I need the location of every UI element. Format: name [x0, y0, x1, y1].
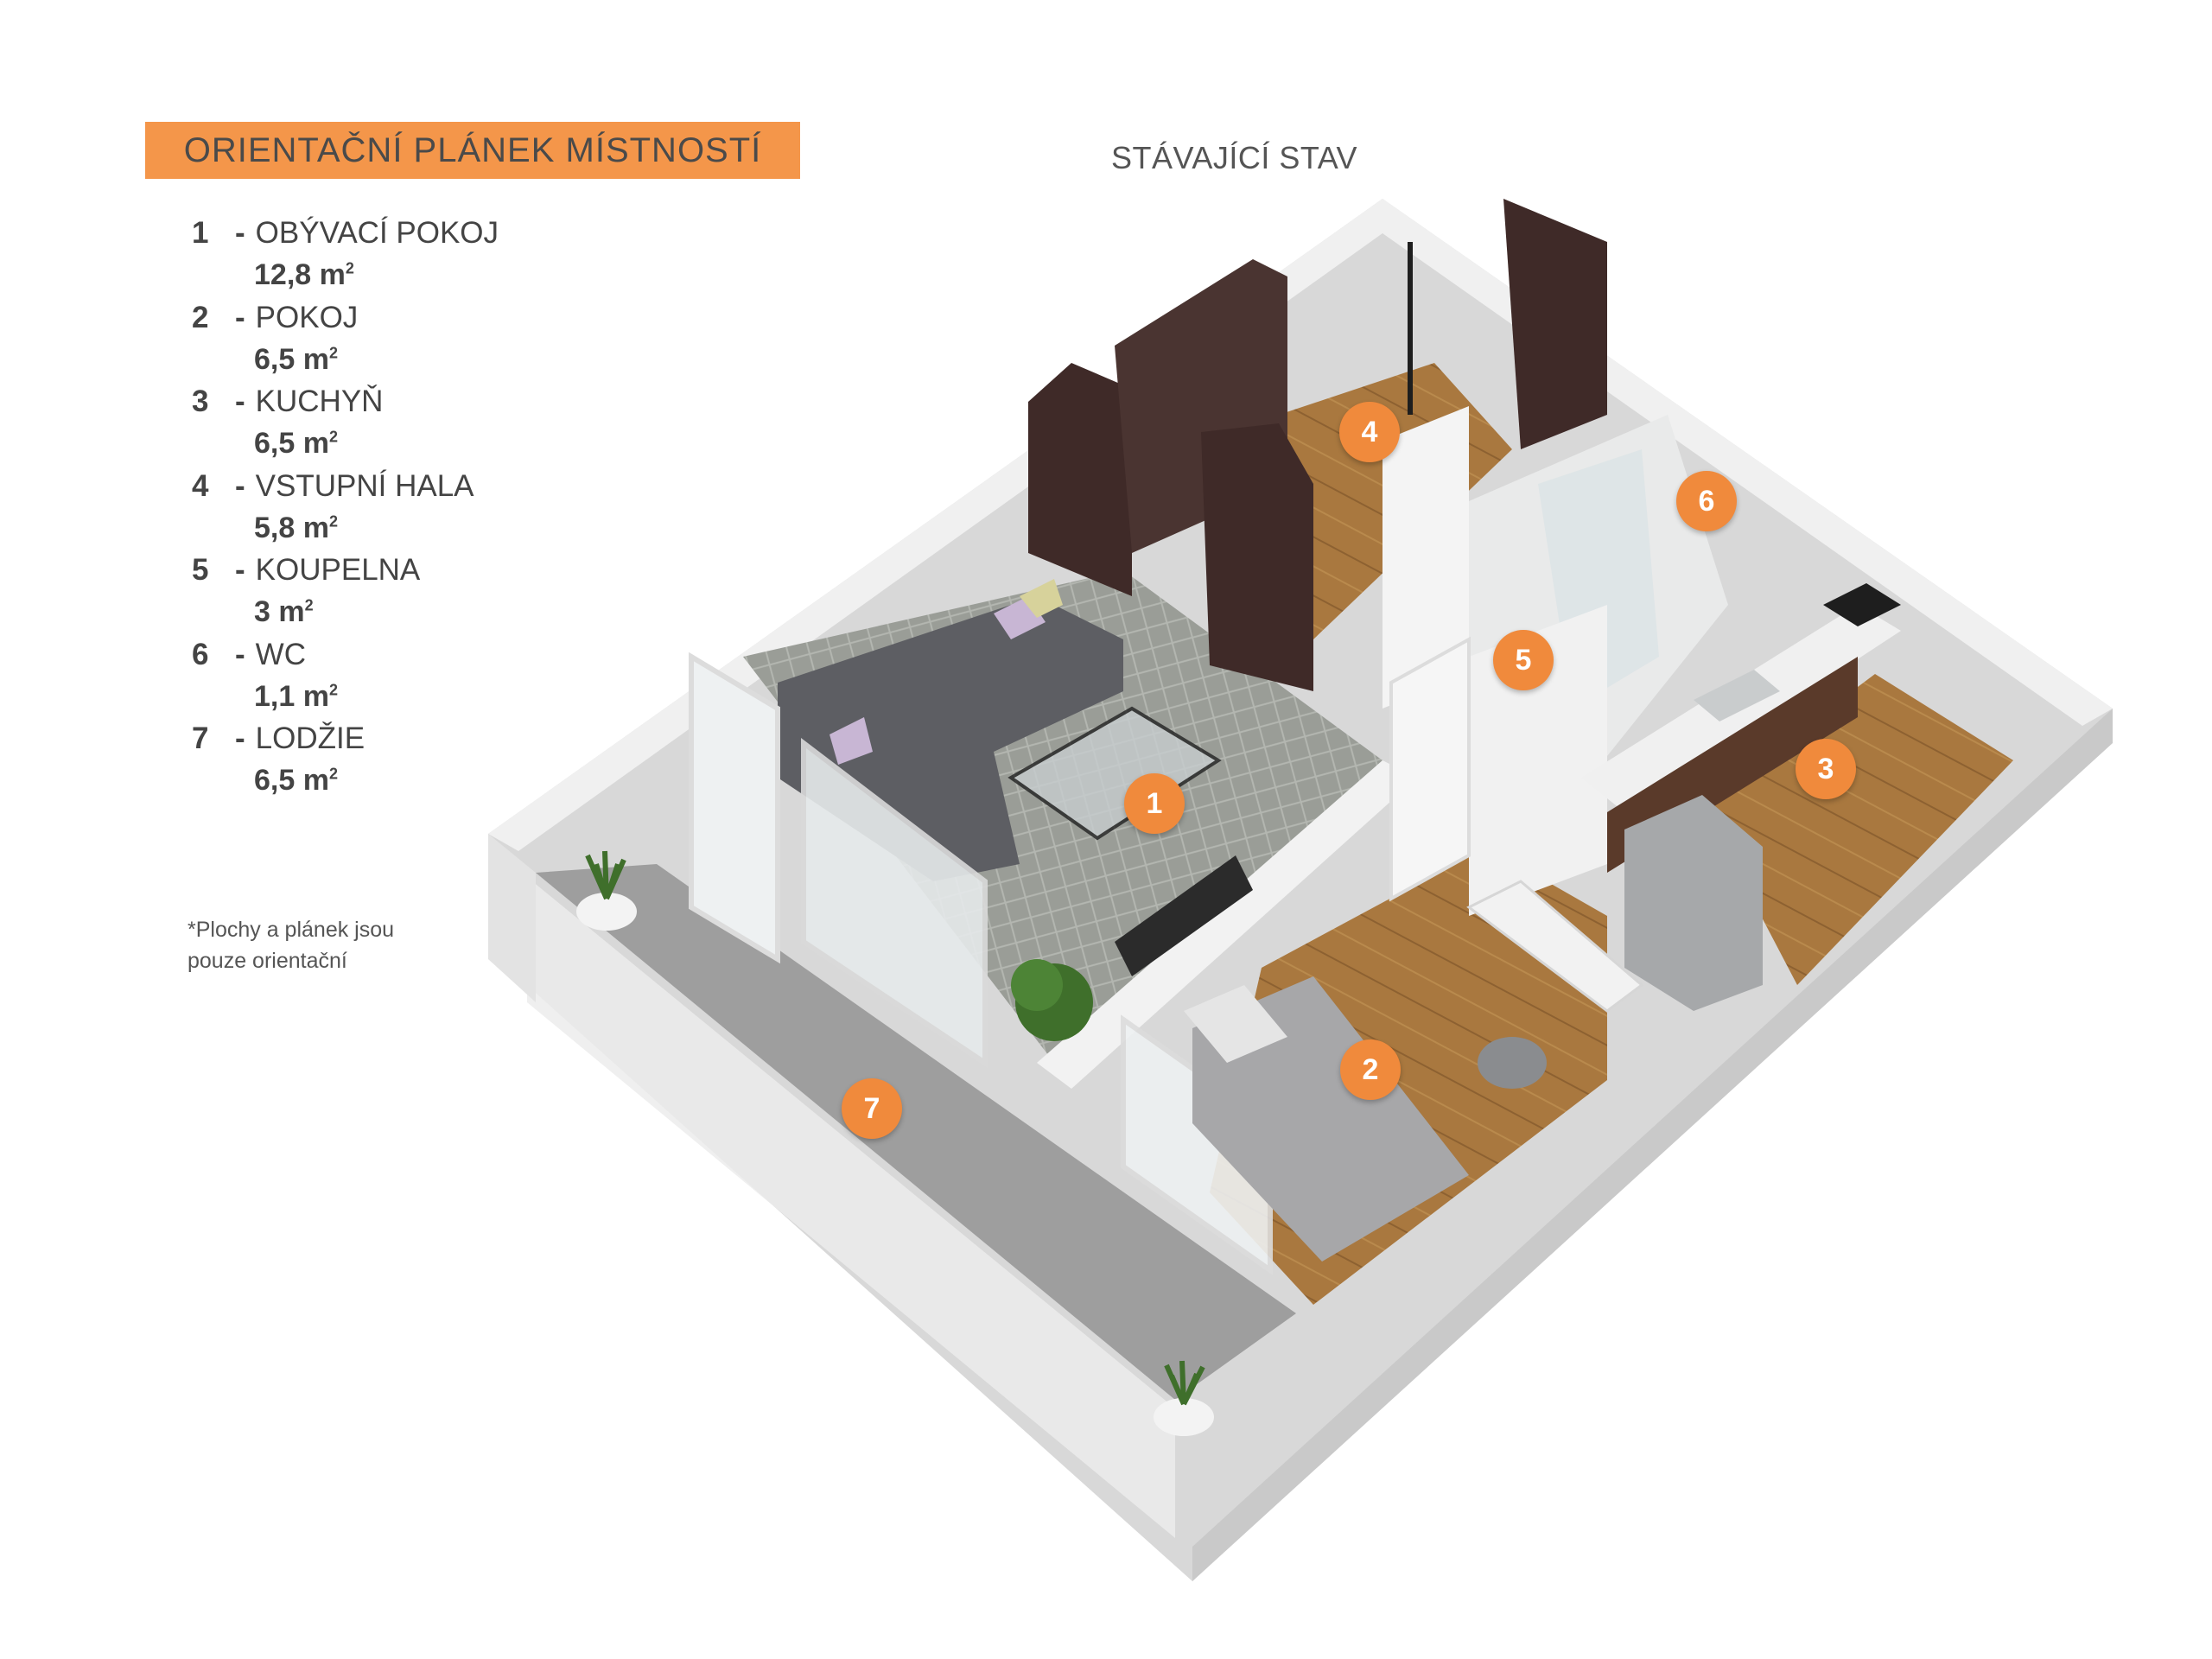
note-line-1: *Plochy a plánek jsou	[188, 918, 395, 942]
legend-item-living-room: 1 -OBÝVACÍ POKOJ 12,8 m2	[192, 216, 607, 301]
wardrobe-door	[1201, 423, 1313, 691]
legend-room-name: VSTUPNÍ HALA	[255, 468, 474, 503]
plant-living-room	[1011, 959, 1093, 1041]
legend-unit-exponent: 2	[328, 765, 338, 783]
legend-unit-exponent: 2	[328, 512, 338, 531]
room-marker-4: 4	[1339, 402, 1400, 462]
outer-wall-right-face	[1192, 709, 2113, 1581]
legend-item-room: 2 -POKOJ 6,5 m2	[192, 301, 607, 385]
legend-number: 3	[192, 385, 209, 418]
loggia-railing	[527, 877, 1175, 1538]
fridge	[1624, 795, 1763, 1011]
tv	[1115, 855, 1253, 976]
legend-room-area: 1,1 m	[254, 679, 329, 713]
sofa-cushion-yellow	[1020, 579, 1063, 618]
desk	[1466, 880, 1644, 1013]
coffee-table	[1007, 706, 1222, 841]
legend-item-wc: 6 -WC 1,1 m2	[192, 638, 607, 722]
legend-room-area: 5,8 m	[254, 511, 329, 544]
sink	[1694, 670, 1780, 721]
legend-room-name: KOUPELNA	[255, 553, 421, 587]
legend-dash: -	[235, 216, 245, 250]
note-line-2: pouze orientační	[188, 949, 347, 973]
legend-item-kitchen: 3 -KUCHYŇ 6,5 m2	[192, 385, 607, 469]
plant-loggia-left	[576, 850, 637, 931]
legend-room-name: WC	[255, 637, 306, 671]
living-window	[801, 737, 988, 1068]
legend-room-name: OBÝVACÍ POKOJ	[255, 216, 499, 250]
sofa-cushion-lilac-2	[830, 717, 873, 765]
legend-item-loggia: 7 -LODŽIE 6,5 m2	[192, 721, 607, 806]
room-marker-6: 6	[1676, 471, 1737, 531]
disclaimer-note: *Plochy a plánek jsou pouze orientační	[188, 914, 447, 976]
legend-room-area: 6,5 m	[254, 427, 329, 460]
legend-room-area: 6,5 m	[254, 342, 329, 376]
legend-number: 1	[192, 216, 209, 250]
loggia-wall	[488, 834, 536, 1002]
room-marker-3: 3	[1796, 739, 1856, 799]
interior-wall-hall	[1382, 406, 1469, 709]
room-marker-7: 7	[842, 1078, 902, 1139]
desk-chair	[1478, 1037, 1547, 1089]
legend-dash: -	[235, 553, 245, 587]
legend-unit-exponent: 2	[328, 344, 338, 362]
page-title: ORIENTAČNÍ PLÁNEK MÍSTNOSTÍ	[183, 130, 762, 169]
plant-loggia-right	[1154, 1360, 1214, 1436]
interior-wall-living	[1037, 760, 1417, 1089]
legend-number: 4	[192, 468, 209, 503]
legend-room-area: 6,5 m	[254, 764, 329, 797]
legend-dash: -	[235, 385, 245, 418]
room-marker-2: 2	[1340, 1039, 1401, 1100]
legend-item-bathroom: 5 -KOUPELNA 3 m2	[192, 553, 607, 638]
room-legend: 1 -OBÝVACÍ POKOJ 12,8 m2 2 -POKOJ 6,5 m2…	[192, 216, 607, 806]
loggia-floor	[536, 864, 1296, 1400]
room-marker-5: 5	[1493, 630, 1554, 690]
legend-room-name: POKOJ	[255, 300, 359, 334]
balcony-glass-door	[689, 652, 780, 964]
legend-room-area: 3 m	[254, 595, 305, 628]
bed-pillows	[1184, 985, 1287, 1063]
legend-room-area: 12,8 m	[254, 258, 346, 291]
legend-unit-exponent: 2	[304, 596, 314, 614]
legend-room-name: LODŽIE	[255, 721, 365, 755]
legend-dash: -	[235, 300, 245, 334]
wardrobe-left	[1028, 363, 1132, 596]
legend-unit-exponent: 2	[328, 428, 338, 446]
legend-unit-exponent: 2	[345, 259, 354, 277]
title-banner: ORIENTAČNÍ PLÁNEK MÍSTNOSTÍ	[145, 122, 800, 179]
legend-room-name: KUCHYŇ	[255, 385, 384, 418]
legend-dash: -	[235, 721, 245, 755]
legend-unit-exponent: 2	[328, 681, 338, 699]
page-subtitle: STÁVAJÍCÍ STAV	[1111, 140, 1358, 175]
room-door	[1389, 636, 1471, 902]
legend-number: 5	[192, 553, 209, 587]
room-marker-1: 1	[1124, 773, 1185, 834]
legend-dash: -	[235, 637, 245, 671]
legend-number: 2	[192, 300, 209, 334]
legend-item-entrance-hall: 4 -VSTUPNÍ HALA 5,8 m2	[192, 469, 607, 554]
entrance-door	[1503, 199, 1607, 449]
legend-dash: -	[235, 468, 245, 503]
legend-number: 6	[192, 637, 209, 671]
legend-number: 7	[192, 721, 209, 755]
hob	[1823, 583, 1901, 626]
